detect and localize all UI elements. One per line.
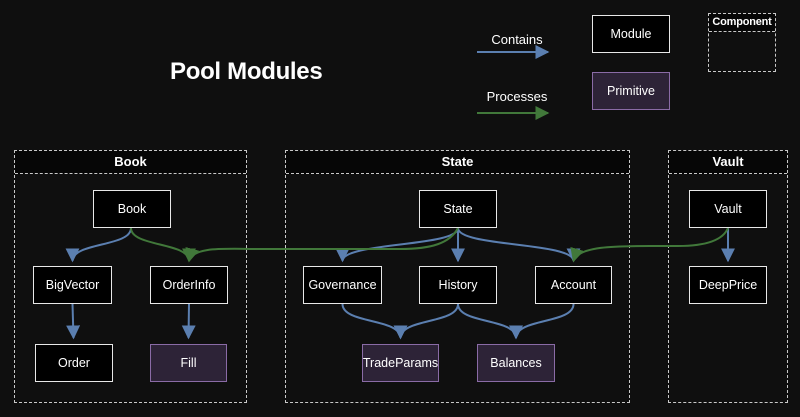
node-vault: Vault <box>689 190 767 228</box>
container-vault-title: Vault <box>669 151 787 174</box>
node-state-label: State <box>443 202 473 216</box>
legend-component-box: Component <box>708 13 776 72</box>
node-balances: Balances <box>477 344 555 382</box>
node-book-label: Book <box>117 202 147 216</box>
legend-contains-label: Contains <box>491 32 543 47</box>
node-vault-label: Vault <box>714 202 742 216</box>
node-balances-label: Balances <box>490 356 542 370</box>
legend-primitive-box: Primitive <box>592 72 670 110</box>
legend-component-label: Component <box>709 14 775 32</box>
legend-processes-label: Processes <box>486 89 548 104</box>
node-orderinfo: OrderInfo <box>150 266 228 304</box>
node-governance-label: Governance <box>308 278 377 292</box>
node-governance: Governance <box>303 266 382 304</box>
node-account-label: Account <box>550 278 597 292</box>
node-history: History <box>419 266 497 304</box>
node-state: State <box>419 190 497 228</box>
page-title: Pool Modules <box>170 58 323 85</box>
node-fill-label: Fill <box>180 356 197 370</box>
node-tradeparams-label: TradeParams <box>362 356 439 370</box>
node-deepprice-label: DeepPrice <box>698 278 758 292</box>
legend-primitive-label: Primitive <box>607 84 655 98</box>
container-state-title: State <box>286 151 629 174</box>
node-tradeparams: TradeParams <box>362 344 439 382</box>
node-deepprice: DeepPrice <box>689 266 767 304</box>
node-bigvector: BigVector <box>33 266 112 304</box>
node-orderinfo-label: OrderInfo <box>162 278 216 292</box>
node-order-label: Order <box>58 356 90 370</box>
node-book: Book <box>93 190 171 228</box>
container-vault: Vault <box>668 150 788 403</box>
container-state: State <box>285 150 630 403</box>
node-account: Account <box>535 266 612 304</box>
legend-module-box: Module <box>592 15 670 53</box>
container-book-title: Book <box>15 151 246 174</box>
node-fill: Fill <box>150 344 227 382</box>
legend-module-label: Module <box>610 27 652 41</box>
node-order: Order <box>35 344 113 382</box>
node-history-label: History <box>438 278 478 292</box>
container-book: Book <box>14 150 247 403</box>
node-bigvector-label: BigVector <box>45 278 100 292</box>
